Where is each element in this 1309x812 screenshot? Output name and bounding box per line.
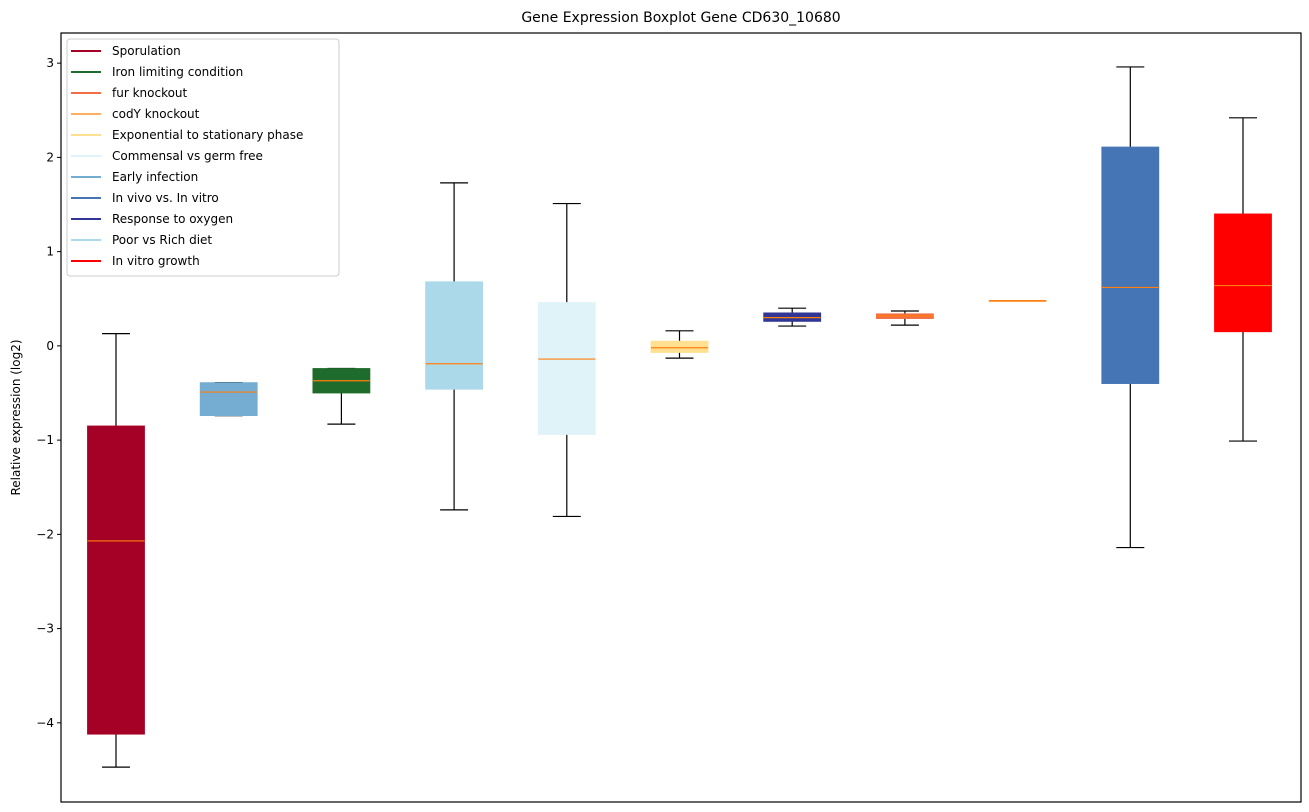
legend-item: Exponential to stationary phase	[71, 128, 303, 142]
chart-title: Gene Expression Boxplot Gene CD630_10680	[521, 10, 840, 26]
legend-item: Sporulation	[71, 44, 181, 58]
box-group	[876, 310, 934, 326]
box	[650, 340, 709, 353]
legend-item: In vivo vs. In vitro	[71, 191, 219, 205]
legend-label: In vitro growth	[112, 254, 200, 268]
legend-item: Early infection	[71, 170, 198, 184]
y-tick-label: 2	[46, 150, 54, 164]
box-group	[1101, 66, 1160, 549]
box-group	[650, 330, 709, 359]
box-group	[763, 307, 822, 327]
box-group	[1214, 117, 1272, 442]
box	[1101, 146, 1160, 384]
plot-area	[87, 66, 1272, 768]
box-group	[87, 333, 145, 768]
legend-label: Response to oxygen	[112, 212, 233, 226]
box-group	[312, 367, 371, 425]
box	[425, 281, 484, 390]
axes-frame	[60, 32, 1302, 803]
y-axis: 3 2 1 0 −1 −2 −3 −4	[36, 56, 61, 730]
legend-item: codY knockout	[71, 107, 200, 121]
legend-label: Iron limiting condition	[112, 65, 243, 79]
legend-item: Iron limiting condition	[71, 65, 243, 79]
legend-label: Poor vs Rich diet	[112, 233, 212, 247]
box	[537, 302, 596, 435]
y-tick-label: −1	[36, 433, 54, 447]
legend-item: In vitro growth	[71, 254, 200, 268]
box-group	[537, 202, 596, 518]
legend-label: Exponential to stationary phase	[112, 128, 303, 142]
box-group	[199, 382, 258, 417]
box-group	[988, 300, 1047, 303]
legend-label: Commensal vs germ free	[112, 149, 263, 163]
y-tick-label: −3	[36, 622, 54, 636]
legend-item: Poor vs Rich diet	[71, 233, 212, 247]
y-axis-label: Relative expression (log2)	[9, 339, 23, 495]
legend-label: In vivo vs. In vitro	[112, 191, 219, 205]
y-tick-label: −4	[36, 716, 54, 730]
legend-label: fur knockout	[112, 86, 188, 100]
legend-label: Early infection	[112, 170, 198, 184]
legend-frame	[66, 38, 340, 277]
legend-label: Sporulation	[112, 44, 181, 58]
legend-label: codY knockout	[112, 107, 200, 121]
box	[87, 425, 145, 735]
legend-item: fur knockout	[71, 86, 188, 100]
legend-item: Commensal vs germ free	[71, 149, 263, 163]
box	[199, 382, 258, 417]
box-group	[425, 182, 484, 511]
y-tick-label: −2	[36, 527, 54, 541]
box	[1214, 213, 1272, 333]
y-tick-label: 0	[46, 339, 54, 353]
y-tick-label: 3	[46, 56, 54, 70]
y-tick-label: 1	[46, 245, 54, 259]
legend-item: Response to oxygen	[71, 212, 233, 226]
